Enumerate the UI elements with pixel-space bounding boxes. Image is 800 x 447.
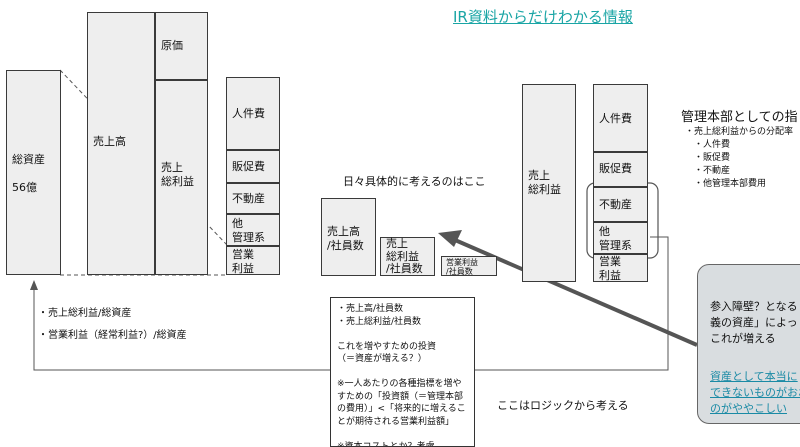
callout-text: 参入障壁？となる 義の資産」によっ これが増える [710, 300, 798, 345]
left-note-1: ・売上総利益/総資産 [38, 308, 132, 319]
loop-arrowhead [30, 280, 38, 290]
middle-caption: 日々具体的に考えるのはここ [343, 175, 486, 188]
right-promotion-box: 販促費 [593, 152, 648, 187]
real-estate-box: 不動産 [226, 183, 280, 214]
right-heading: 管理本部としての指 [681, 110, 798, 125]
total-assets-box: 総資産 56億 [6, 70, 61, 275]
note-box: ・売上高/社員数 ・売上総利益/社員数 これを増やすための投資 （＝資産が増える… [330, 297, 475, 447]
callout-box: 参入障壁？となる 義の資産」によっ これが増える 資産として本当に できないもの… [697, 264, 800, 424]
op-per-employee-box: 営業利益 /社員数 [441, 256, 497, 276]
big-arrowhead [438, 230, 462, 247]
right-real-estate-box: 不動産 [593, 187, 648, 222]
sales-box: 売上高 [87, 12, 155, 275]
other-admin-box: 他 管理系 [226, 214, 280, 246]
right-connector [475, 236, 669, 371]
callout-link[interactable]: 資産として本当に できないものがおお のがややこしい [710, 370, 800, 415]
left-note-2: ・営業利益（経常利益?）/総資産 [38, 330, 187, 341]
right-gross-profit-box: 売上 総利益 [522, 84, 576, 282]
gross-per-employee-box: 売上 総利益 /社員数 [380, 237, 435, 276]
gross-profit-box: 売上 総利益 [155, 80, 208, 275]
right-other-admin-box: 他 管理系 [593, 222, 648, 254]
operating-profit-box: 営業 利益 [226, 246, 280, 275]
logic-caption: ここはロジックから考える [497, 399, 629, 412]
right-operating-profit-box: 営業 利益 [593, 254, 648, 282]
sales-per-employee-box: 売上高 /社員数 [321, 198, 376, 276]
right-personnel-box: 人件費 [593, 84, 648, 152]
promotion-box: 販促費 [226, 150, 280, 183]
loop-line [33, 288, 330, 371]
personnel-box: 人件費 [226, 77, 280, 150]
cost-box: 原価 [155, 12, 208, 80]
right-list: ・売上総利益からの分配率 ・人件費 ・販促費 ・不動産 ・他管理本部費用 [685, 127, 794, 189]
page-title[interactable]: IR資料からだけわかる情報 [453, 8, 633, 26]
